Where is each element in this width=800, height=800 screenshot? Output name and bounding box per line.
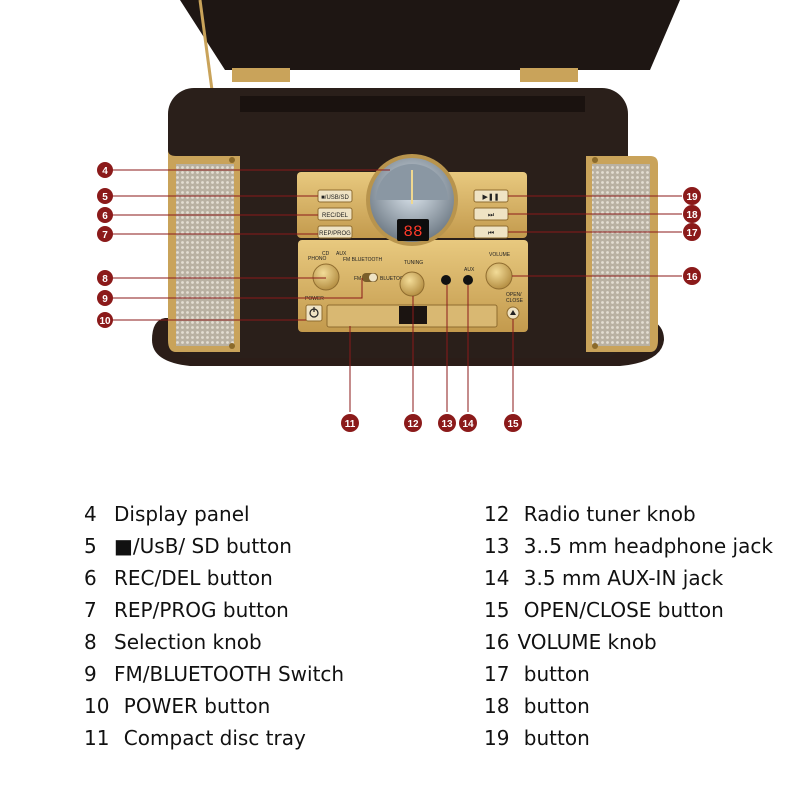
rep-prog-button[interactable]: REP/PROG [317,225,353,239]
callout-6: 6 [97,207,113,223]
callout-13: 13 [438,414,456,432]
volume-label: VOLUME [489,252,511,258]
callout-4: 4 [97,162,113,178]
svg-text:16: 16 [686,272,698,283]
callout-7: 7 [97,226,113,242]
skip-back-button[interactable]: ⏮ [473,225,509,239]
callout-10: 10 [97,312,113,328]
svg-text:15: 15 [507,419,519,430]
aux-in-jack[interactable] [463,275,473,285]
legend-item: 11 Compact disc tray [84,726,306,750]
svg-text:18: 18 [686,210,698,221]
callout-12: 12 [404,414,422,432]
svg-text:8: 8 [102,274,108,285]
fm-label: FM [354,276,361,282]
callout-14: 14 [459,414,477,432]
svg-text:13: 13 [441,419,453,430]
svg-text:14: 14 [462,419,474,430]
display-panel: 88 [366,154,458,246]
callout-17: 17 [683,223,701,241]
legend-item: 12 Radio tuner knob [484,502,696,526]
callout-8: 8 [97,270,113,286]
aux-label: AUX [336,251,347,257]
svg-text:7: 7 [102,230,108,241]
fm-bluetooth-switch[interactable] [362,273,378,282]
power-button[interactable] [305,304,323,322]
svg-text:6: 6 [102,211,108,222]
left-speaker [168,150,240,352]
rec-del-button[interactable]: REC/DEL [317,207,353,221]
bluetooth-label: BLUETOOTH [380,276,411,282]
usb-sd-button[interactable]: ■/USB/SD [317,189,353,203]
open-close-label-1: OPEN/ [506,292,522,298]
svg-text:REP/PROG: REP/PROG [319,231,351,237]
callout-16: 16 [683,267,701,285]
svg-text:12: 12 [407,419,419,430]
legend-item: 5■/UsB/ SD button [84,534,292,558]
legend-right: 12 Radio tuner knob 13 3..5 mm headphone… [484,498,773,754]
svg-text:19: 19 [686,192,698,203]
play-pause-button[interactable]: ▶❚❚ [473,189,509,203]
callout-5: 5 [97,188,113,204]
svg-text:▶❚❚: ▶❚❚ [482,193,499,201]
callout-18: 18 [683,205,701,223]
display-digits: 88 [403,223,422,241]
skip-forward-button[interactable]: ⏭ [473,207,509,221]
svg-text:11: 11 [345,419,356,430]
callout-15: 15 [504,414,522,432]
svg-text:9: 9 [102,294,108,305]
tuning-label: TUNING [404,260,423,266]
record-player-diagram: 88 ■/USB/SD REC/DEL REP/PROG ▶❚❚ ⏭ ⏮ PHO… [97,0,701,432]
svg-text:5: 5 [102,192,108,203]
svg-text:■/USB/SD: ■/USB/SD [321,195,349,201]
open-close-button[interactable] [506,306,520,320]
svg-text:4: 4 [102,166,108,177]
callout-19: 19 [683,187,701,205]
selection-knob[interactable] [312,263,340,291]
callout-11: 11 [341,414,359,432]
volume-knob[interactable] [485,262,513,290]
fm-bt-label: FM BLUETOOTH [343,257,382,263]
headphone-jack[interactable] [441,275,451,285]
svg-text:17: 17 [686,228,698,239]
tuning-knob[interactable] [399,271,425,297]
right-speaker [586,156,658,352]
cd-label: CD [322,251,330,257]
legend-item: 18 button [484,694,590,718]
aux-jack-label: AUX [464,267,475,273]
callout-9: 9 [97,290,113,306]
svg-text:REC/DEL: REC/DEL [322,213,349,219]
legend-item: 10 POWER button [84,694,271,718]
legend-item: 13 3..5 mm headphone jack [484,534,773,558]
leader-lines [112,169,682,412]
power-label: POWER [305,296,324,302]
legend-item: 15 OPEN/CLOSE button [484,598,724,622]
svg-text:⏭: ⏭ [488,212,495,219]
legend-item: 17 button [484,662,590,686]
legend-item: 19 button [484,726,590,750]
svg-text:⏮: ⏮ [488,230,494,237]
open-close-label-2: CLOSE [506,298,524,304]
lid [180,0,680,100]
svg-text:10: 10 [99,316,111,327]
legend-item: 14 3.5 mm AUX-IN jack [484,566,724,590]
phono-label: PHONO [308,256,326,262]
